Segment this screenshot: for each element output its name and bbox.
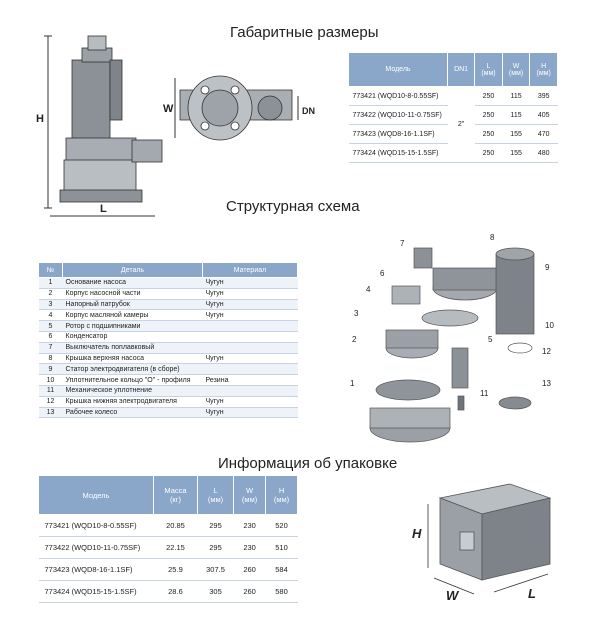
pack-title: Информация об упаковке <box>218 455 398 472</box>
dim-h-label: H <box>36 113 44 125</box>
pack-header-w: W(мм) <box>233 475 267 515</box>
pack-header-model: Модель <box>38 475 154 515</box>
pack-header-mass: Масса(кг) <box>153 475 198 515</box>
dims-header-l: L(мм) <box>474 52 503 87</box>
dims-title: Габаритные размеры <box>230 24 379 41</box>
table-row: 773422 (WQD10-11-0.75SF) 250 115 405 <box>348 105 558 125</box>
dims-header-w: W(мм) <box>501 52 531 87</box>
dim-dn-label: DN <box>302 106 315 116</box>
callout-13: 13 <box>542 379 551 388</box>
callout-1: 1 <box>350 379 355 388</box>
callout-5: 5 <box>488 335 493 344</box>
dim-w-label: W <box>163 103 174 115</box>
dims-header-h: H(мм) <box>529 52 558 87</box>
table-row: 773424 (WQD15-15-1.5SF) 250 155 480 <box>348 143 558 163</box>
parts-header-material: Материал <box>202 262 298 278</box>
dims-header-dn1: DN1 <box>446 52 476 87</box>
pack-header-l: L(мм) <box>196 475 235 515</box>
callout-3: 3 <box>354 309 359 318</box>
box-drawing: H W L <box>412 483 552 603</box>
parts-header-num: № <box>38 262 63 278</box>
table-row: 773423 (WQD8-16-1.1SF) 250 155 470 <box>348 124 558 144</box>
parts-header-part: Деталь <box>62 262 203 278</box>
pack-header-h: H(мм) <box>265 475 298 515</box>
callout-12: 12 <box>542 347 551 356</box>
dimensions-table: Модель DN1 L(мм) W(мм) H(мм) 773421 (WQD… <box>348 52 558 163</box>
pump-dimension-drawing: H L W DN <box>36 35 315 217</box>
box-w-label: W <box>446 588 460 603</box>
exploded-view-drawing: 1 2 3 4 5 6 7 8 9 10 11 12 13 <box>350 233 554 443</box>
callout-9: 9 <box>545 263 550 272</box>
packing-table: Модель Масса(кг) L(мм) W(мм) H(мм) 77342… <box>38 475 298 603</box>
callout-6: 6 <box>380 269 385 278</box>
callout-7: 7 <box>400 239 405 248</box>
dims-header-model: Модель <box>348 52 448 87</box>
callout-4: 4 <box>366 285 371 294</box>
callout-8: 8 <box>490 233 495 242</box>
dims-dn1-value: 2" <box>447 86 475 163</box>
callout-2: 2 <box>352 335 357 344</box>
dim-l-label: L <box>100 203 107 215</box>
callout-11: 11 <box>480 389 489 398</box>
box-h-label: H <box>412 526 422 541</box>
table-row: 773421 (WQD10-8-0.55SF) 2" 250 115 395 <box>348 86 558 163</box>
box-l-label: L <box>528 586 536 601</box>
callout-10: 10 <box>545 321 554 330</box>
scheme-title: Структурная схема <box>226 198 360 215</box>
